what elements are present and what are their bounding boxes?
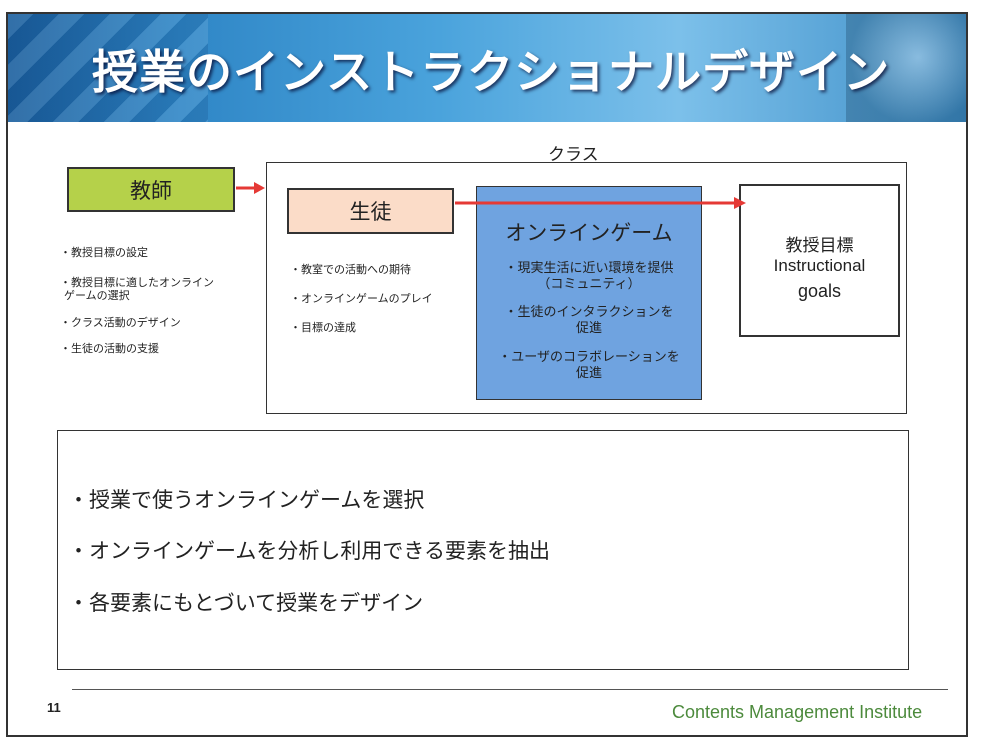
page-number: 11 (47, 700, 61, 715)
summary-box (57, 430, 909, 670)
keyboard-background-image (8, 14, 208, 122)
summary-bullet: ・各要素にもとづいて授業をデザイン (68, 591, 424, 615)
decorative-image (846, 14, 966, 122)
student-item: ・教室での活動への期待 (290, 263, 411, 276)
teacher-item: ・教授目標に適したオンライン (60, 276, 214, 289)
title-banner (8, 14, 966, 122)
instructional-goals-box: 教授目標 Instructional goals (739, 184, 900, 337)
game-item: 促進 (575, 366, 602, 381)
teacher-item: ・生徒の活動の支援 (60, 342, 159, 355)
class-label: クラス (548, 145, 599, 165)
student-box: 生徒 (287, 188, 454, 234)
student-item: ・目標の達成 (290, 321, 356, 334)
online-game-title: オンラインゲーム (505, 221, 673, 245)
teacher-item: ・クラス活動のデザイン (60, 316, 181, 329)
goals-arrow-head (734, 197, 746, 209)
game-item: ・ユーザのコラボレーションを (498, 350, 680, 365)
teacher-box: 教師 (67, 167, 235, 212)
summary-bullet: ・オンラインゲームを分析し利用できる要素を抽出 (68, 539, 550, 563)
teacher-item: ゲームの選択 (64, 289, 130, 302)
game-item: ・現実生活に近い環境を提供 (504, 261, 674, 276)
teacher-arrow-head (254, 182, 265, 194)
game-item: 促進 (575, 321, 602, 336)
goals-label-en-2: goals (797, 281, 842, 301)
goals-label-en-1: Instructional (773, 256, 866, 275)
student-item: ・オンラインゲームのプレイ (290, 292, 433, 305)
brand-name: Contents Management Institute (672, 702, 923, 722)
teacher-item: ・教授目標の設定 (60, 246, 148, 259)
online-game-box: オンラインゲーム ・現実生活に近い環境を提供 （コミュニティ） ・生徒のインタラ… (476, 186, 702, 400)
summary-bullet: ・授業で使うオンラインゲームを選択 (68, 488, 425, 512)
game-item: （コミュニティ） (537, 277, 641, 292)
footer-divider (72, 689, 948, 690)
slide-title: 授業のインストラクショナルデザイン (92, 45, 891, 99)
class-container (266, 162, 907, 414)
goals-label-ja: 教授目標 (785, 236, 854, 256)
game-item: ・生徒のインタラクションを (504, 305, 674, 320)
